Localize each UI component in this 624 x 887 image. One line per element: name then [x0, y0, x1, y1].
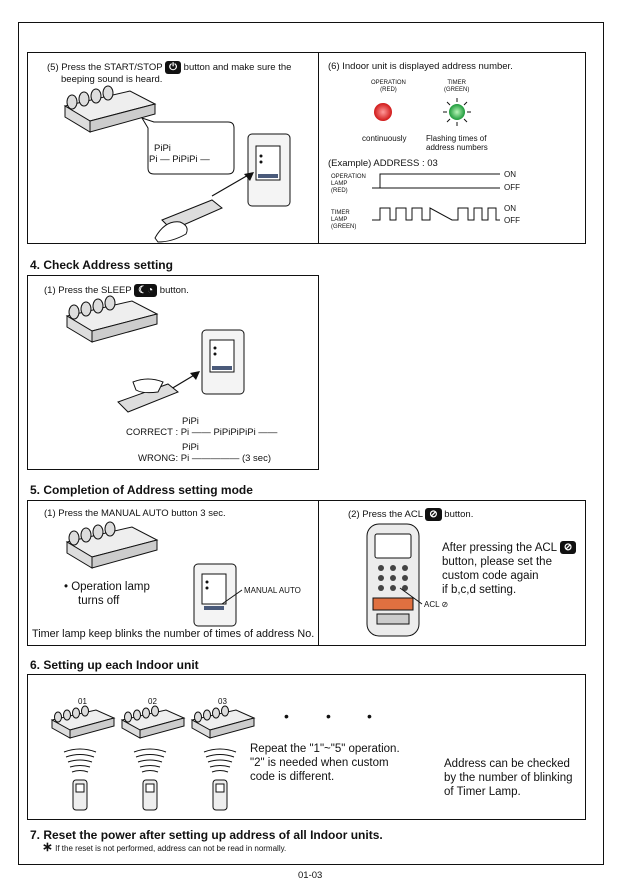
- timer-blinks-note: Timer lamp keep blinks the number of tim…: [32, 628, 315, 640]
- unit-label-02: 02: [148, 697, 157, 706]
- example-label: (Example) ADDRESS : 03: [328, 158, 438, 169]
- address-check-note: Address can be checked by the number of …: [444, 758, 573, 798]
- acl-pointer: [399, 587, 423, 605]
- indoor-units-row: [50, 705, 255, 739]
- section4-instruction: (1) Press the SLEEP ☾◔ button.: [44, 284, 189, 297]
- wall-receiver: [247, 133, 291, 207]
- wrong-line: WRONG: Pi ————— (3 sec): [138, 453, 272, 464]
- section6-heading: 6. Setting up each Indoor unit: [30, 658, 199, 672]
- bubble-text-1: PiPi: [154, 143, 171, 154]
- page-number: 01-03: [298, 870, 323, 881]
- correct-pipi: PiPi: [182, 416, 199, 427]
- bubble-text-2: Pi — PiPiPi —: [149, 154, 210, 165]
- step6-box: [318, 52, 586, 244]
- timer-lamp-signal: [372, 207, 500, 221]
- timer-lamp-green: [443, 98, 471, 126]
- arrow: [211, 172, 254, 197]
- section4-heading: 4. Check Address setting: [30, 258, 173, 272]
- acl-label: ACL ⊘: [424, 600, 449, 609]
- acl-icon: ⊘: [425, 508, 442, 521]
- operation-label: OPERATION(RED): [371, 80, 406, 93]
- indoor-unit-illustration-2: [65, 295, 159, 343]
- section7-heading: 7. Reset the power after setting up addr…: [30, 828, 383, 842]
- ellipsis-dot-2: •: [326, 708, 331, 724]
- unit-label-01: 01: [78, 697, 87, 706]
- remote-in-hand-2: [117, 378, 179, 413]
- after-pressing-note: After pressing the ACL ⊘ button, please …: [442, 541, 577, 597]
- on-label-2: ON: [504, 204, 516, 213]
- remote-signals-row: [63, 748, 237, 811]
- acl-instruction: (2) Press the ACL ⊘ button.: [348, 508, 474, 521]
- continuously-label: continuously: [362, 134, 407, 143]
- step5-instruction: (5) Press the START/STOP ⏻ button and ma…: [47, 61, 292, 85]
- manual-auto-pointer: [221, 589, 243, 605]
- step6-instruction: (6) Indoor unit is displayed address num…: [328, 61, 513, 72]
- wrong-pipi: PiPi: [182, 442, 199, 453]
- asterisk-icon: ∗: [42, 839, 53, 854]
- manual-auto-instruction: (1) Press the MANUAL AUTO button 3 sec.: [44, 508, 226, 519]
- ellipsis-dot-1: •: [284, 708, 289, 724]
- correct-line: CORRECT : Pi —— PiPiPiPiPi ——: [126, 427, 278, 438]
- power-icon: ⏻: [165, 61, 182, 74]
- remote-controller: [366, 523, 420, 637]
- section4-box: [27, 275, 319, 470]
- op-lamp-signal: [372, 173, 500, 189]
- wall-receiver-3: [193, 563, 237, 627]
- off-label-1: OFF: [504, 183, 520, 192]
- operation-lamp-red: [374, 103, 392, 121]
- section5-heading: 5. Completion of Address setting mode: [30, 483, 253, 497]
- page-frame: [18, 22, 604, 865]
- wall-receiver-2: [201, 329, 245, 395]
- off-label-2: OFF: [504, 216, 520, 225]
- section6-box: [27, 674, 586, 820]
- section7-note: ∗ If the reset is not performed, address…: [42, 839, 287, 854]
- remote-in-hand: [154, 199, 223, 243]
- indoor-unit-illustration: [63, 85, 157, 133]
- on-label-1: ON: [504, 170, 516, 179]
- repeat-note: Repeat the "1"~"5" operation. "2" is nee…: [250, 743, 400, 783]
- section5-right-box: [318, 500, 586, 646]
- unit-label-03: 03: [218, 697, 227, 706]
- acl-icon-2: ⊘: [559, 541, 577, 555]
- timer-label: TIMER(GREEN): [444, 80, 470, 93]
- indoor-unit-illustration-3: [65, 521, 159, 569]
- sleep-icon: ☾◔: [134, 284, 158, 297]
- manual-auto-label: MANUAL AUTO: [244, 586, 301, 595]
- speech-bubble: [140, 117, 235, 175]
- ellipsis-dot-3: •: [367, 708, 372, 724]
- operation-lamp-note: • Operation lamp turns off: [64, 581, 150, 607]
